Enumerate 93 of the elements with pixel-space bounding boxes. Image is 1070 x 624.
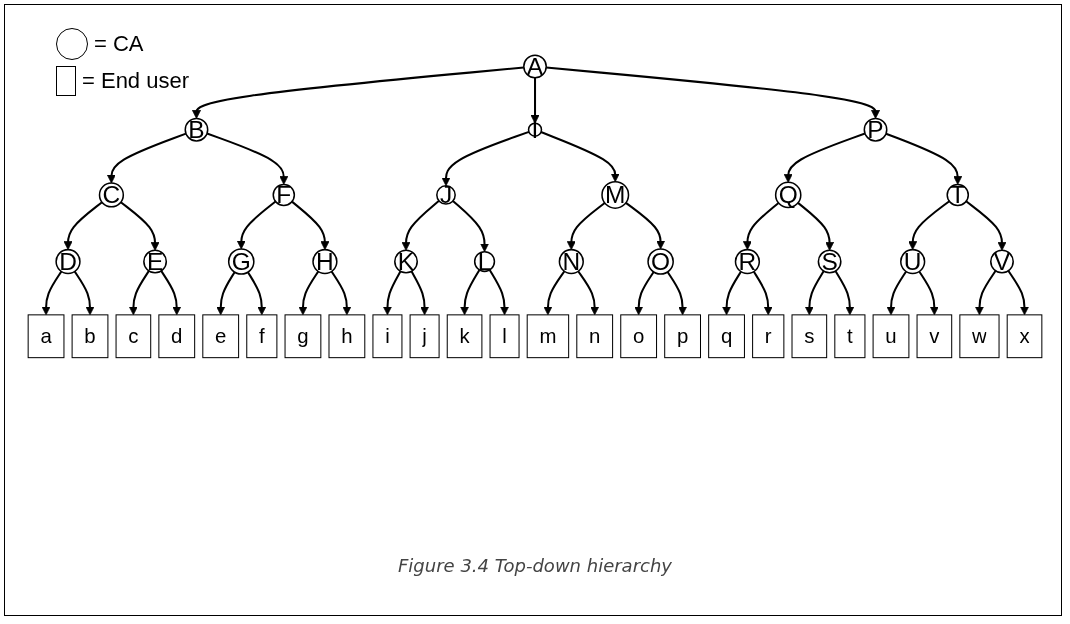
node-box bbox=[526, 314, 570, 359]
node-box bbox=[791, 314, 828, 359]
node-box bbox=[71, 314, 109, 359]
node-box bbox=[246, 314, 278, 359]
node-circle bbox=[527, 122, 543, 137]
node-circle bbox=[774, 181, 802, 209]
arrow bbox=[452, 200, 490, 253]
arrow bbox=[722, 271, 742, 316]
node-box bbox=[489, 314, 520, 359]
node-box bbox=[284, 314, 322, 359]
legend-text: = End user bbox=[82, 68, 189, 94]
arrow bbox=[965, 200, 1007, 251]
node-circle bbox=[558, 248, 584, 275]
node-circle bbox=[55, 248, 81, 275]
figure-caption: Figure 3.4 Top-down hierarchy bbox=[397, 555, 673, 576]
node-box bbox=[115, 314, 152, 359]
arrow bbox=[441, 130, 530, 187]
node-circle bbox=[436, 185, 456, 205]
node-box bbox=[708, 314, 745, 359]
node-circle bbox=[98, 182, 125, 208]
arrow bbox=[460, 269, 481, 316]
arrow bbox=[804, 270, 825, 316]
node-box bbox=[328, 314, 366, 359]
node-circle bbox=[272, 183, 296, 207]
arrow bbox=[298, 270, 320, 316]
arrow bbox=[410, 270, 430, 316]
node-box bbox=[202, 314, 240, 359]
arrow bbox=[666, 271, 688, 316]
node-circle bbox=[946, 183, 970, 207]
arrow bbox=[330, 270, 352, 316]
legend-text: = CA bbox=[94, 31, 144, 57]
node-circle bbox=[394, 249, 418, 274]
arrow bbox=[752, 271, 773, 316]
arrow bbox=[530, 77, 540, 124]
arrow bbox=[216, 271, 236, 316]
arrow bbox=[206, 132, 289, 185]
node-box bbox=[752, 314, 785, 359]
node-box bbox=[664, 314, 701, 359]
node-box bbox=[1006, 314, 1043, 359]
arrow bbox=[41, 270, 63, 316]
arrow bbox=[918, 270, 939, 316]
arrow bbox=[128, 270, 150, 316]
arrow bbox=[291, 200, 330, 251]
node-circle bbox=[184, 117, 209, 142]
node-box bbox=[959, 314, 1000, 359]
node-circle bbox=[990, 249, 1014, 274]
arrow bbox=[382, 270, 402, 316]
node-circle bbox=[817, 249, 842, 274]
node-circle bbox=[601, 180, 630, 209]
arrow bbox=[974, 270, 997, 316]
arrow bbox=[401, 200, 440, 251]
node-box bbox=[916, 314, 953, 359]
node-box bbox=[27, 314, 65, 359]
arrow bbox=[566, 202, 606, 251]
arrow bbox=[783, 132, 866, 183]
arrow bbox=[885, 132, 963, 185]
arrow bbox=[546, 66, 880, 119]
node-box bbox=[372, 314, 403, 359]
arrow bbox=[73, 270, 95, 316]
arrow bbox=[1007, 270, 1029, 316]
arrow bbox=[797, 202, 835, 251]
node-box bbox=[620, 314, 658, 359]
node-circle bbox=[900, 248, 926, 275]
node-box bbox=[409, 314, 440, 359]
node-circle bbox=[863, 117, 888, 142]
arrow bbox=[120, 201, 160, 251]
arrow bbox=[160, 270, 182, 316]
node-box bbox=[576, 314, 614, 359]
node-circle bbox=[312, 248, 338, 275]
arrow bbox=[634, 271, 655, 316]
arrow bbox=[886, 270, 907, 316]
arrow bbox=[625, 202, 666, 250]
node-circle bbox=[227, 248, 255, 275]
node-box bbox=[872, 314, 910, 359]
node-circle bbox=[143, 249, 168, 274]
node-circle bbox=[647, 248, 674, 275]
arrow bbox=[543, 270, 566, 316]
node-circle bbox=[734, 248, 761, 275]
arrow bbox=[540, 131, 620, 183]
arrow bbox=[106, 132, 187, 184]
node-circle bbox=[473, 250, 496, 273]
arrow bbox=[577, 270, 600, 316]
node-box bbox=[834, 314, 866, 359]
arrow bbox=[488, 269, 510, 316]
arrow bbox=[742, 202, 780, 251]
arrow bbox=[192, 66, 524, 119]
arrow bbox=[236, 200, 277, 250]
node-box bbox=[446, 314, 483, 359]
arrow bbox=[908, 200, 950, 251]
arrow bbox=[247, 271, 267, 316]
node-box bbox=[158, 314, 196, 359]
arrow bbox=[834, 270, 855, 316]
arrow bbox=[63, 201, 103, 251]
